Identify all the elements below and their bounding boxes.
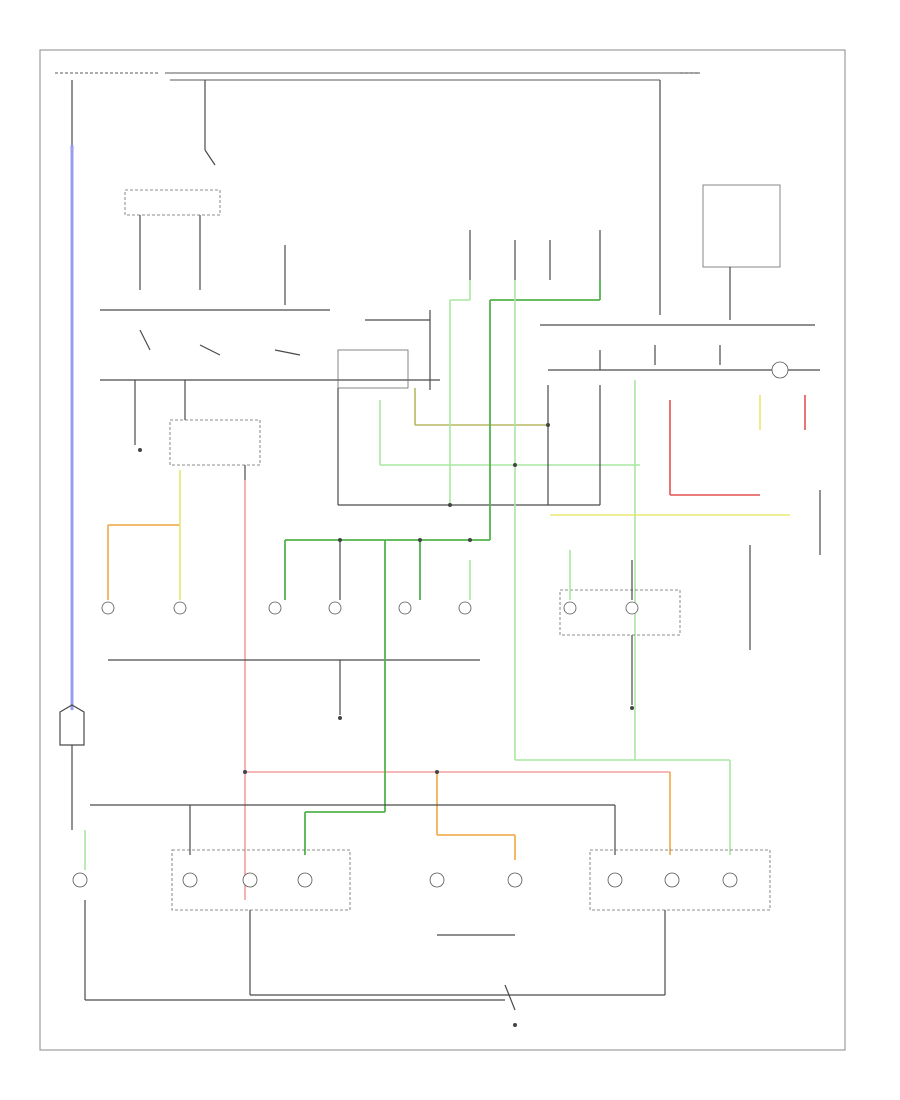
junction-dots xyxy=(243,423,550,774)
lower-lamp-section xyxy=(72,540,771,1027)
center-relay-box xyxy=(337,310,640,506)
middle-lamp-bank xyxy=(101,470,490,900)
center-right-lamp-box xyxy=(559,550,681,710)
upper-left-switch-section xyxy=(100,80,440,480)
right-switch-block xyxy=(547,80,821,760)
top-power-buses xyxy=(55,72,700,81)
diagram-frame xyxy=(39,49,846,1051)
left-blue-feed xyxy=(59,80,85,830)
top-center-feeds xyxy=(449,230,815,855)
